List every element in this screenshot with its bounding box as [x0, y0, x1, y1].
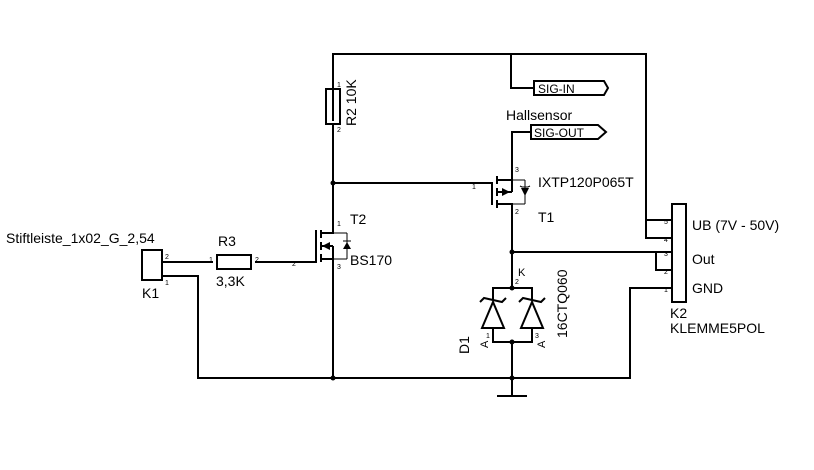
pin-number: 1 [337, 82, 341, 89]
t2-drain [321, 229, 334, 234]
pin-number: 2 [337, 127, 341, 134]
junction-dot [509, 339, 515, 345]
junction-dot [509, 285, 515, 291]
junction-dot [509, 249, 515, 255]
pin-number: 2 [515, 279, 519, 286]
connector-k2-ref: K2 [670, 305, 687, 321]
pin-number: 2 [255, 257, 259, 264]
k2-label-out: Out [692, 251, 715, 267]
pin-number: 4 [664, 237, 668, 244]
diode-d1-value: 16CTQ060 [554, 269, 570, 338]
pin-number: 2 [664, 269, 668, 276]
t1-diode [519, 185, 531, 188]
wire-supply-rail [332, 53, 673, 221]
pin-number: 1 [486, 333, 490, 340]
d1-right-schottky [518, 296, 546, 304]
wire-gnd-bus [197, 287, 673, 379]
connector-k2-value: KLEMME5POL [670, 320, 765, 336]
wire-sig-out [511, 131, 532, 141]
resistor-r3: R3 3,3K 1 2 [209, 233, 259, 289]
d1-cathode-label: K [518, 267, 526, 279]
pin-number: 3 [535, 333, 539, 340]
diode-d1: K A A D1 16CTQ060 2 1 3 [456, 267, 570, 354]
d1-left-schottky [479, 296, 507, 304]
wire-sig-in [510, 53, 535, 89]
junctions [330, 180, 515, 381]
pin-number: 2 [165, 254, 169, 261]
t2-diode-icon [343, 242, 351, 249]
resistor-r3-ref: R3 [218, 233, 236, 249]
transistor-t2: T2 BS170 2 1 3 [292, 211, 392, 271]
pin-number: 1 [165, 280, 169, 287]
connector-k2: 5 4 3 2 1 UB (7V - 50V) Out GND K2 KLEMM… [645, 203, 779, 336]
connector-k1-body [141, 249, 163, 281]
pin-number: 2 [515, 209, 519, 216]
pin-number: 1 [337, 221, 341, 228]
pin-number: 1 [209, 257, 213, 264]
connector-k1-ref: K1 [142, 285, 159, 301]
d1-right-diode-icon [519, 299, 545, 329]
sig-out-flag [530, 124, 608, 140]
sig-in-label: SIG-IN [538, 82, 575, 96]
t1-arrow-icon [502, 188, 510, 196]
d1-anode-label: A [536, 340, 548, 348]
t2-source [321, 258, 334, 263]
d1-left-diode-icon [480, 299, 506, 329]
resistor-r2: 1 2 R2 10K [325, 79, 359, 134]
transistor-t2-value: BS170 [350, 252, 392, 268]
pin-number: 1 [472, 184, 476, 191]
pin-number: 1 [664, 287, 668, 294]
transistor-t2-ref: T2 [350, 211, 367, 227]
diode-d1-ref: D1 [456, 336, 472, 354]
transistor-t1-ref: T1 [538, 209, 555, 225]
junction-dot [330, 375, 336, 381]
junction-dot [509, 375, 515, 381]
pin-number: 5 [664, 219, 668, 226]
resistor-r2-body [325, 88, 341, 125]
resistor-r3-value: 3,3K [216, 273, 245, 289]
t2-arrow-icon [322, 242, 330, 250]
t1-drain [497, 203, 513, 205]
connector-k1-value: Stiftleiste_1x02_G_2,54 [6, 230, 155, 246]
junction-dot [330, 180, 336, 186]
pin-number: 2 [292, 261, 296, 268]
connector-k1: 2 1 Stiftleiste_1x02_G_2,54 K1 [6, 230, 169, 301]
resistor-r2-label: R2 10K [343, 79, 359, 126]
connector-k2-body [671, 203, 687, 303]
k2-label-ub: UB (7V - 50V) [692, 217, 779, 233]
sig-out-label: SIG-OUT [534, 126, 585, 140]
pin-number: 3 [664, 251, 668, 258]
t1-diode-icon [521, 188, 529, 196]
sig-in-flag [533, 80, 610, 96]
pin-number: 3 [337, 264, 341, 271]
t1-source [497, 176, 513, 181]
wires [162, 53, 673, 396]
k2-label-gnd: GND [692, 280, 723, 296]
resistor-r3-body [216, 254, 252, 270]
hall-sensor-title: Hallsensor [506, 107, 572, 123]
hall-sensor: SIG-IN Hallsensor SIG-OUT [506, 80, 610, 140]
wire-k1-gnd [162, 275, 199, 379]
d1-anode-label: A [479, 340, 491, 348]
transistor-t1: IXTP120P065T T1 3 1 2 [472, 167, 634, 225]
transistor-t1-value: IXTP120P065T [538, 174, 634, 190]
pin-number: 3 [515, 167, 519, 174]
